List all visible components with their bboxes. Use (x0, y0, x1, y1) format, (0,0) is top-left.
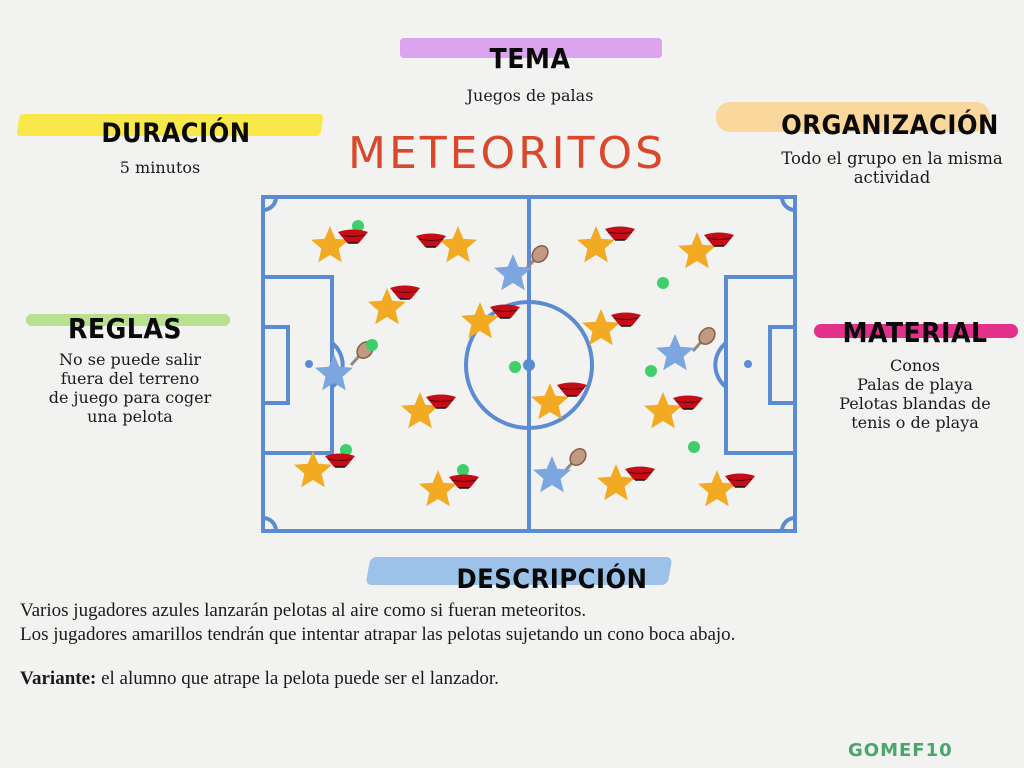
penalty-spot-right (744, 360, 752, 368)
racket-icon (691, 327, 716, 353)
yellow-player-star-icon (311, 226, 349, 263)
cone-icon (490, 304, 520, 319)
organizacion-text: Todo el grupo en la misma actividad (760, 149, 1024, 187)
reglas-text: No se puede salir fuera del terreno de j… (20, 350, 240, 426)
reglas-line: fuera del terreno (60, 369, 200, 388)
tema-heading: TEMA (489, 42, 571, 75)
cone-icon (611, 312, 641, 327)
variant-text: Variante: el alumno que atrape la pelota… (20, 668, 499, 690)
yellow-player-star-icon (439, 226, 477, 263)
material-line: tenis o de playa (851, 413, 979, 432)
reglas-heading: REGLAS (68, 312, 182, 345)
yellow-player-star-icon (644, 392, 682, 429)
ball-icon (657, 277, 669, 289)
signature: GOMEF10 (848, 740, 953, 761)
yellow-player-star-icon (461, 302, 499, 339)
yellow-player-star-icon (368, 288, 406, 325)
penalty-spot-left (305, 360, 313, 368)
variant-body: el alumno que atrape la pelota puede ser… (96, 668, 499, 689)
duracion-text: 5 minutos (119, 158, 201, 177)
activity-title: METEORITOS (348, 128, 667, 179)
blue-player-star-icon (315, 354, 353, 391)
ball-icon (352, 220, 364, 232)
descripcion-heading: DESCRIPCIÓN (456, 564, 648, 595)
material-line: Pelotas blandas de (839, 394, 991, 413)
yellow-player-star-icon (419, 470, 457, 507)
material-heading: MATERIAL (842, 316, 988, 349)
racket-icon (562, 448, 587, 474)
material-line: Palas de playa (857, 375, 973, 394)
reglas-line: de juego para coger (48, 388, 212, 407)
reglas-line: No se puede salir (59, 350, 201, 369)
yellow-player-star-icon (597, 464, 635, 501)
cone-icon (449, 474, 479, 489)
cone-icon (426, 394, 456, 409)
yellow-player-star-icon (531, 383, 569, 420)
cone-icon (704, 232, 734, 247)
duracion-heading: DURACIÓN (101, 118, 251, 149)
material-brush (814, 324, 1018, 338)
description-line-1: Varios jugadores azules lanzarán pelotas… (20, 600, 587, 621)
ball-icon (457, 464, 469, 476)
organizacion-brush (716, 102, 990, 132)
material-line: Conos (889, 356, 941, 375)
cone-icon (625, 466, 655, 481)
cone-icon (325, 453, 355, 468)
yellow-player-star-icon (582, 309, 620, 346)
tema-brush (400, 38, 662, 58)
reglas-brush (26, 314, 230, 326)
ball-icon (688, 441, 700, 453)
cone-icon (390, 285, 420, 300)
blue-player-star-icon (494, 254, 532, 291)
yellow-player-star-icon (294, 451, 332, 488)
yellow-player-star-icon (678, 232, 716, 269)
cone-icon (673, 395, 703, 410)
organizacion-line: Todo el grupo en la misma (781, 149, 1003, 168)
ball-icon (366, 339, 378, 351)
organizacion-heading: ORGANIZACIÓN (781, 110, 999, 141)
yellow-player-star-icon (698, 470, 736, 507)
cone-icon (416, 233, 446, 248)
cone-icon (605, 226, 635, 241)
material-text: Conos Palas de playa Pelotas blandas de … (810, 356, 1020, 432)
tema-text: Juegos de palas (466, 86, 594, 105)
cone-icon (557, 382, 587, 397)
blue-player-star-icon (656, 334, 694, 371)
yellow-player-star-icon (401, 392, 439, 429)
cone-icon (725, 473, 755, 488)
blue-player-star-icon (533, 456, 571, 493)
organizacion-line: actividad (853, 168, 931, 187)
cone-icon (338, 229, 368, 244)
yellow-player-star-icon (577, 226, 615, 263)
variant-label: Variante: (20, 668, 97, 689)
ball-icon (509, 361, 521, 373)
racket-icon (524, 245, 549, 271)
reglas-line: una pelota (87, 407, 173, 426)
players-layer (294, 220, 755, 507)
description-line-2: Los jugadores amarillos tendrán que inte… (20, 624, 736, 645)
ball-icon (645, 365, 657, 377)
ball-icon (340, 444, 352, 456)
center-spot (523, 359, 535, 371)
